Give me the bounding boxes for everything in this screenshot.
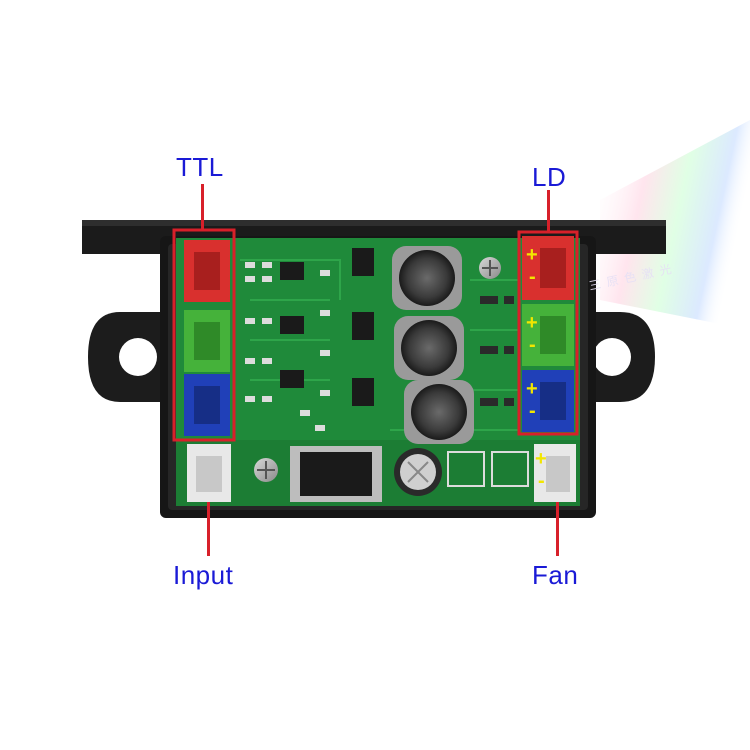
ld-green-plus: + [526, 312, 538, 334]
ttl-label: TTL [176, 152, 224, 182]
ttl-connectors [184, 240, 231, 502]
input-label: Input [173, 560, 234, 590]
ttl-callout-box [172, 228, 236, 442]
ld-red-plus: + [526, 244, 538, 266]
fan-callout-line [556, 502, 559, 556]
ld-callout-box [517, 230, 579, 436]
ld-red-minus: - [529, 266, 536, 288]
ld-blue-minus: - [529, 400, 536, 422]
fan-plus: + [535, 448, 547, 470]
fan-label: Fan [532, 560, 579, 590]
inductor-icon [392, 246, 474, 444]
ld-label: LD [532, 162, 567, 192]
ld-blue-plus: + [526, 378, 538, 400]
ld-green-minus: - [529, 334, 536, 356]
input-callout-line [207, 502, 210, 556]
ld-connectors [522, 236, 576, 502]
fan-minus: - [538, 470, 545, 492]
capacitor-icon [394, 448, 442, 496]
regulator [290, 446, 382, 502]
rainbow-streak [600, 120, 750, 330]
ld-callout-line [547, 190, 550, 232]
ttl-callout-line [201, 184, 204, 230]
